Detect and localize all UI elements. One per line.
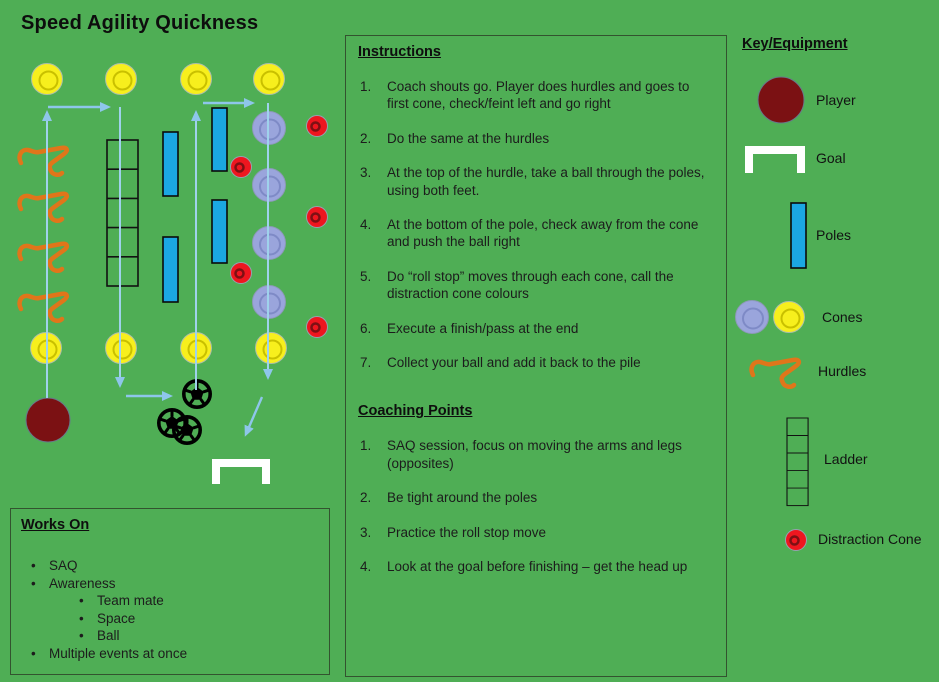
yellow-cones-bottom — [29, 331, 288, 365]
instructions-panel: Instructions Coach shouts go. Player doe… — [345, 35, 727, 677]
instructions-heading: Instructions — [358, 44, 441, 60]
instruction-item: Do the same at the hurdles — [360, 130, 550, 148]
key-label-poles: Poles — [816, 227, 852, 243]
key-goal-icon — [745, 146, 805, 173]
coaching-point-item: Look at the goal before finishing – get … — [360, 558, 688, 576]
coaching-point-item: Practice the roll stop move — [360, 524, 547, 542]
instruction-item: Execute a finish/pass at the end — [360, 320, 579, 338]
works-on-item: SAQ — [21, 557, 319, 575]
agility-ladder — [106, 139, 139, 287]
works-on-sub-item: Team mate — [21, 592, 319, 610]
key-label-distraction-cone: Distraction Cone — [818, 531, 922, 547]
works-on-item: Awareness — [21, 575, 319, 593]
key-label-ladder: Ladder — [824, 451, 868, 467]
page-title: Speed Agility Quickness — [21, 12, 259, 34]
key-hurdle-icon — [752, 360, 799, 387]
coaching-point-item: SAQ session, focus on moving the arms an… — [360, 437, 682, 471]
works-on-list: SAQ Awareness — [21, 557, 319, 592]
coaching-point-item: Be tight around the poles — [360, 489, 538, 507]
route-arrows — [42, 98, 273, 437]
key-label-goal: Goal — [816, 150, 846, 166]
key-pole-icon — [790, 202, 807, 269]
slalom-poles — [162, 107, 228, 303]
works-on-sub-item: Space — [21, 610, 319, 628]
key-label-cones: Cones — [822, 309, 863, 325]
works-on-sublist: Team mate Space Ball — [21, 592, 319, 645]
instruction-item: Coach shouts go. Player does hurdles and… — [360, 78, 690, 112]
player-marker — [25, 397, 71, 443]
works-on-sub-item: Ball — [21, 627, 319, 645]
key-cones-icon — [734, 299, 806, 335]
key-label-hurdles: Hurdles — [818, 363, 867, 379]
soccer-ball — [157, 378, 212, 446]
instruction-item: At the top of the hurdle, take a ball th… — [360, 164, 705, 198]
key-distraction-cone-icon — [784, 528, 808, 552]
key-equipment-heading: Key/Equipment — [742, 36, 848, 52]
hurdle — [20, 148, 67, 321]
works-on-item: Multiple events at once — [21, 645, 319, 663]
goal — [212, 459, 270, 484]
key-ladder-icon — [786, 417, 809, 507]
works-on-heading: Works On — [21, 517, 90, 533]
key-icons — [734, 76, 809, 552]
works-on-panel: Works On SAQ Awareness Team mate Space B… — [10, 508, 330, 675]
key-label-player: Player — [816, 92, 856, 108]
instruction-item: At the bottom of the pole, check away fr… — [360, 216, 699, 250]
instructions-list: Coach shouts go. Player does hurdles and… — [358, 78, 714, 372]
instruction-item: Collect your ball and add it back to the… — [360, 354, 641, 372]
works-on-list-tail: Multiple events at once — [21, 645, 319, 663]
key-player-circle-icon — [757, 76, 805, 124]
yellow-cones-top — [30, 62, 286, 96]
instruction-item: Do “roll stop” moves through each cone, … — [360, 268, 674, 302]
coaching-points-heading: Coaching Points — [358, 403, 473, 420]
coaching-points-list: SAQ session, focus on moving the arms an… — [358, 437, 714, 575]
